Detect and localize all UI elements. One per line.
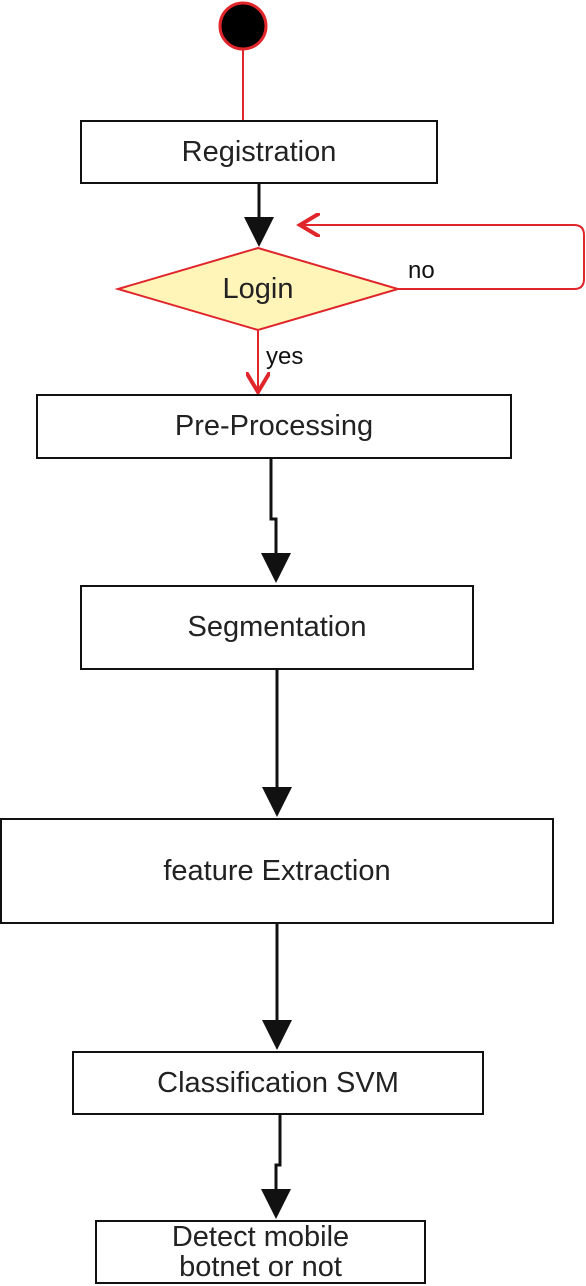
classification-label: Classification SVM [157,1066,399,1099]
registration-label: Registration [181,135,337,168]
classification-node: Classification SVM [72,1051,484,1115]
login-label: Login [222,272,294,305]
login-no-loop-connector [300,225,585,290]
registration-node: Registration [80,120,438,184]
preprocessing-to-segmentation-connector [261,459,291,583]
classification-to-detect-connector [261,1115,291,1219]
segmentation-node: Segmentation [80,585,474,670]
segmentation-label: Segmentation [187,611,367,644]
preprocessing-label: Pre-Processing [174,410,374,443]
detect-node: Detect mobile botnet or not [95,1220,426,1284]
login-label-container: Login [178,268,338,310]
feature-extraction-node: feature Extraction [0,818,554,924]
no-branch-label: no [408,257,435,284]
feature-extraction-label: feature Extraction [163,854,391,887]
yes-branch-label: yes [266,343,304,370]
detect-label-line1: Detect mobile [171,1220,350,1253]
start-node [218,1,268,51]
preprocessing-node: Pre-Processing [36,394,512,459]
detect-label-line2: botnet or not [179,1251,342,1283]
